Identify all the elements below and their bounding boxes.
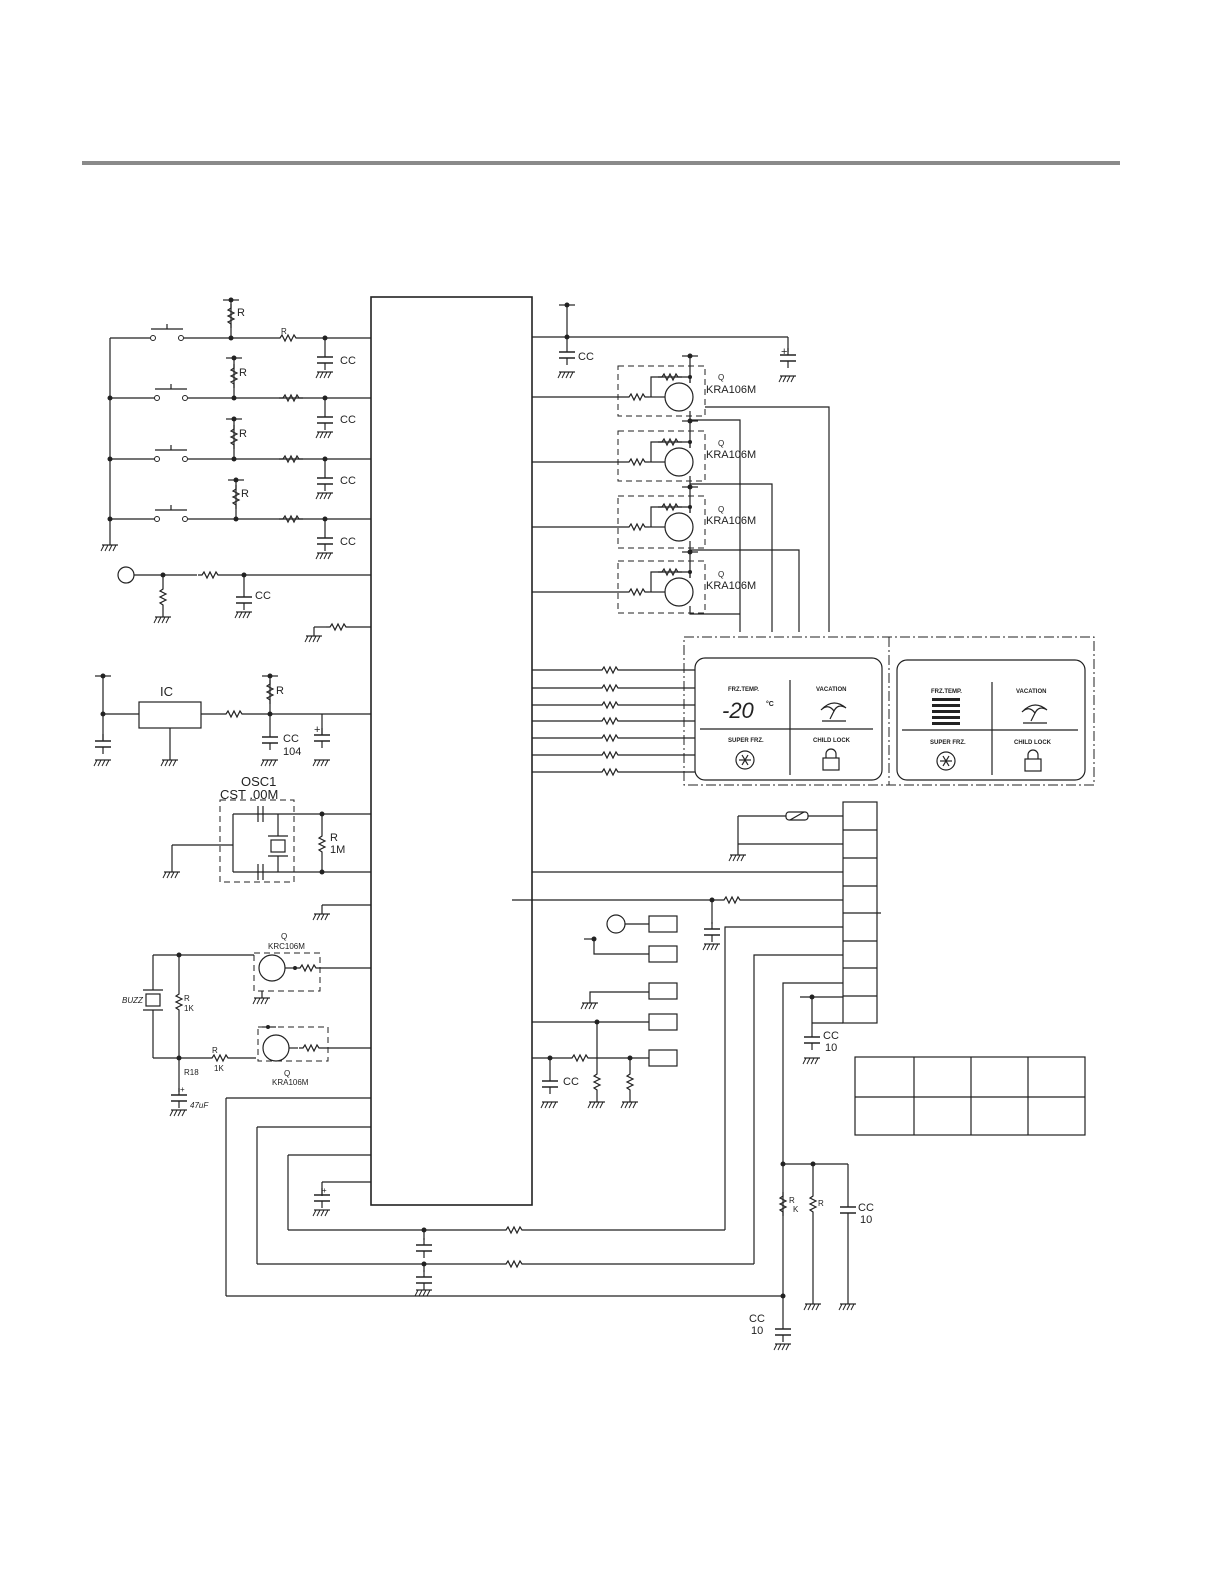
- label-cc: CC: [340, 355, 356, 367]
- sun-umbrella-icon: [821, 703, 846, 721]
- label-cc: CC: [858, 1202, 874, 1214]
- label-cc: CC: [563, 1076, 579, 1088]
- ic-regulator: [94, 674, 371, 767]
- label-r18: R18: [184, 1068, 199, 1077]
- key-switch-icon: [151, 324, 184, 341]
- buzzer-driver: [143, 953, 371, 1117]
- lock-icon: [823, 749, 839, 770]
- display-deg-unit: °C: [766, 700, 774, 708]
- label-ic: IC: [160, 684, 173, 699]
- label-r-1k: 1K: [214, 1064, 224, 1073]
- label-cc: CC: [578, 351, 594, 363]
- label-kra: KRA106M: [706, 515, 756, 527]
- label-r: R: [184, 994, 190, 1003]
- connector-block: [843, 802, 881, 1023]
- label-r: R: [789, 1196, 795, 1205]
- label-cc: CC: [823, 1030, 839, 1042]
- label-cc: CC: [255, 590, 271, 602]
- label-kra: KRA106M: [706, 580, 756, 592]
- header-rule: [82, 161, 1120, 165]
- label-r: R: [276, 685, 284, 697]
- snowflake-icon: [937, 752, 955, 770]
- display-panel-bar: [897, 660, 1085, 780]
- display-super-frz: SUPER FRZ.: [930, 740, 966, 746]
- pull-resistor-gnd: [305, 624, 371, 642]
- label-cc: CC: [340, 536, 356, 548]
- sensor-input: [118, 567, 371, 623]
- label-cc: CC: [340, 414, 356, 426]
- label-r: R: [237, 307, 245, 319]
- label-cc: CC: [340, 475, 356, 487]
- label-cc: CC: [283, 733, 299, 745]
- snowflake-icon: [736, 751, 754, 769]
- mcu-chip: [371, 297, 532, 1205]
- display-bus: [532, 667, 695, 775]
- oscillator-osc1: [163, 800, 371, 882]
- label-osc-part: CST .00M: [220, 787, 278, 802]
- bottom-routing: [226, 1098, 783, 1296]
- label-cc-10: 10: [751, 1325, 763, 1337]
- label-q: Q: [284, 1069, 290, 1078]
- display-super-frz: SUPER FRZ.: [728, 738, 764, 744]
- label-r-1m: 1M: [330, 844, 345, 856]
- label-r: R: [281, 327, 287, 336]
- empty-table: [855, 1057, 1085, 1135]
- label-plus: +: [314, 724, 320, 736]
- display-child-lock: CHILD LOCK: [1014, 740, 1052, 746]
- label-q: Q: [718, 373, 724, 382]
- key-switch-row-4: [108, 478, 372, 560]
- indicator-group: [532, 915, 677, 1108]
- label-r: R: [330, 832, 338, 844]
- label-krc: KRC106M: [268, 942, 305, 951]
- label-q: Q: [718, 570, 724, 579]
- bottom-right-network: [774, 1162, 856, 1351]
- label-47uf: 47uF: [190, 1101, 209, 1110]
- label-q: Q: [281, 932, 287, 941]
- label-buzz: BUZZ: [122, 996, 144, 1005]
- display-vacation: VACATION: [1016, 689, 1046, 695]
- label-kra: KRA106M: [706, 449, 756, 461]
- label-plus: +: [322, 1186, 327, 1195]
- supply-top: [532, 303, 796, 383]
- level-bars-icon: [932, 698, 960, 725]
- label-r: R: [241, 488, 249, 500]
- label-r: R: [239, 367, 247, 379]
- label-q: Q: [718, 439, 724, 448]
- label-r: R: [818, 1199, 824, 1208]
- display-frz-temp: FRZ.TEMP.: [728, 687, 759, 693]
- label-r: R: [239, 428, 247, 440]
- driver-q3: [532, 485, 799, 633]
- label-cc-10: 10: [860, 1214, 872, 1226]
- label-plus: +: [781, 346, 787, 358]
- label-kra: KRA106M: [272, 1078, 309, 1087]
- label-k: K: [793, 1205, 799, 1214]
- sun-umbrella-icon: [1022, 705, 1047, 723]
- display-frz-temp: FRZ.TEMP.: [931, 689, 962, 695]
- label-cc: CC: [749, 1313, 765, 1325]
- lock-icon: [1025, 750, 1041, 771]
- label-kra: KRA106M: [706, 384, 756, 396]
- label-r: R: [212, 1046, 218, 1055]
- thermistor-line: [729, 812, 843, 861]
- display-vacation: VACATION: [816, 687, 846, 693]
- label-plus: +: [180, 1085, 185, 1094]
- display-child-lock: CHILD LOCK: [813, 738, 851, 744]
- display-temp-value: -20: [722, 698, 755, 723]
- label-cc-104: 104: [283, 746, 301, 758]
- label-q: Q: [718, 505, 724, 514]
- label-r-1k: 1K: [184, 1004, 194, 1013]
- label-cc-10: 10: [825, 1042, 837, 1054]
